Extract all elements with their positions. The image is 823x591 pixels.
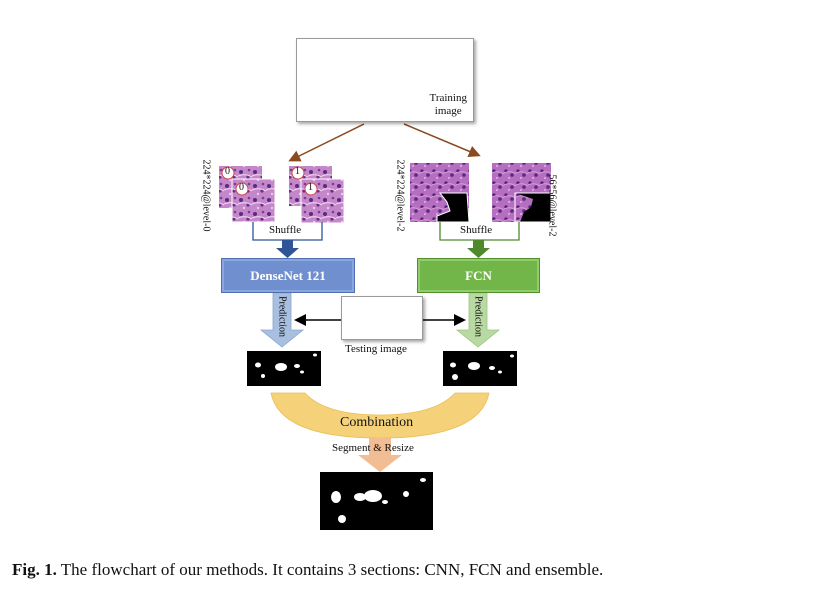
patch-marker: 0: [225, 166, 230, 177]
figure-caption: Fig. 1. The flowchart of our methods. It…: [12, 560, 603, 580]
testing-image-label: Testing image: [345, 343, 407, 355]
combination-label: Combination: [340, 415, 414, 430]
shuffle-label-left: Shuffle: [269, 224, 302, 236]
fcn-box: FCN: [417, 258, 540, 293]
fcn-label: FCN: [465, 267, 492, 283]
prediction-label-left: Prediction: [276, 295, 288, 338]
arrow-to-fcn: [467, 240, 490, 258]
training-image-label: Training image: [429, 92, 468, 117]
prediction-arrow-right: [455, 292, 501, 348]
right-prediction-mask: [443, 351, 517, 386]
mask-patch-level-label: 56*56@level-2: [546, 174, 558, 237]
testing-image: [341, 296, 423, 340]
final-output-mask: [320, 472, 433, 530]
training-image: Training image: [296, 38, 474, 122]
left-prediction-mask: [247, 351, 321, 386]
arrow-training-left: [288, 123, 365, 162]
caption-prefix: Fig. 1.: [12, 560, 57, 579]
right-patch-level-label: 224*224@level-2: [394, 159, 406, 232]
patch-marker: 0: [239, 182, 244, 193]
left-patch-level-label: 224*224@level-0: [200, 159, 212, 232]
segment-resize-label: Segment & Resize: [332, 442, 414, 454]
combination-band: [270, 392, 490, 439]
patch-marker: 1: [295, 166, 300, 177]
arrow-training-right: [403, 123, 481, 158]
prediction-arrow-left: [259, 292, 305, 348]
densenet-label: DenseNet 121: [250, 267, 326, 283]
segment-arrow: [358, 438, 402, 472]
patch-marker: 1: [308, 182, 313, 193]
densenet-box: DenseNet 121: [221, 258, 355, 293]
prediction-label-right: Prediction: [472, 295, 484, 338]
right-patches: [410, 163, 552, 223]
left-patches: [219, 166, 345, 224]
caption-text: The flowchart of our methods. It contain…: [56, 560, 604, 579]
arrow-to-densenet: [276, 240, 299, 258]
shuffle-label-right: Shuffle: [460, 224, 493, 236]
